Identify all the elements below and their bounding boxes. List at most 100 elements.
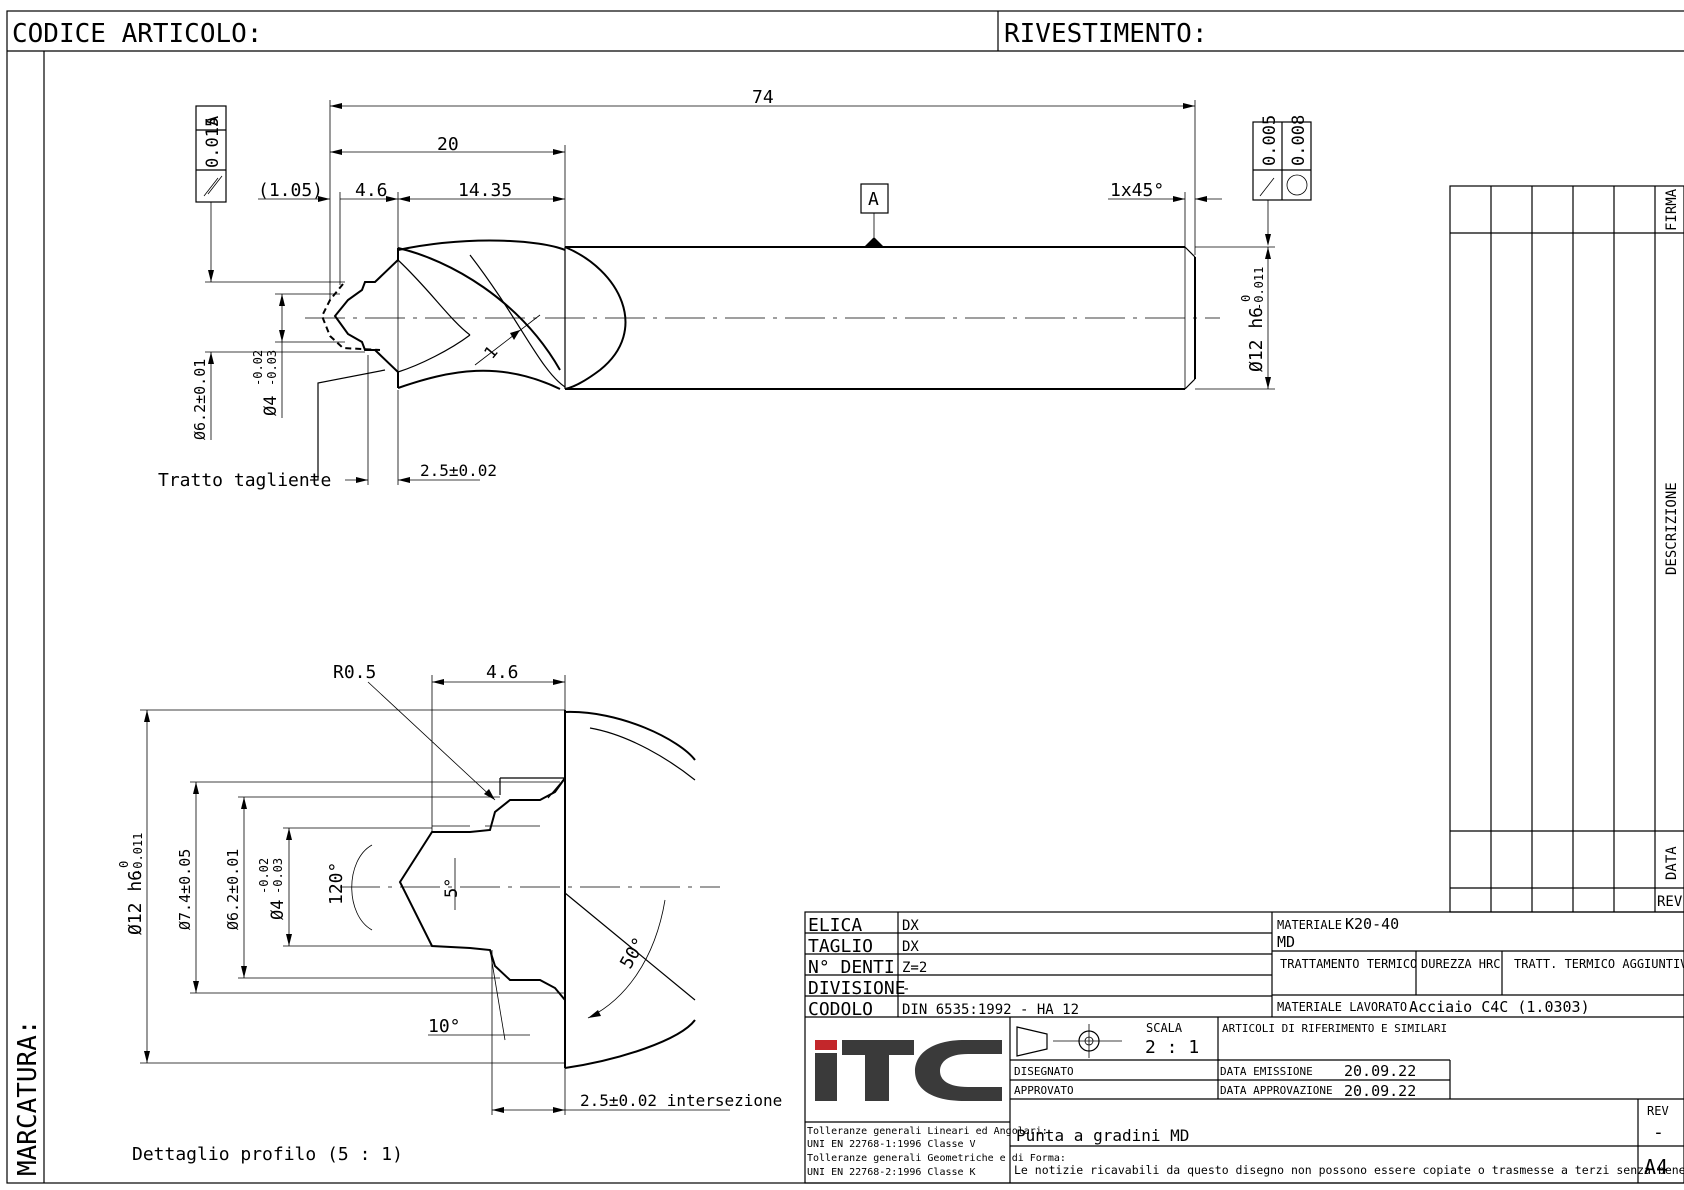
dim-1-05: (1.05) (258, 180, 323, 201)
materiale-lavorato-label: MATERIALE LAVORATO (1277, 1000, 1407, 1014)
shank-tol-lower: -0.011 (1252, 267, 1266, 310)
row-label-divisione: DIVISIONE (808, 978, 906, 999)
runout-icon (203, 175, 223, 197)
dim-1: 1 (481, 343, 503, 364)
row-value-taglio: DX (902, 939, 919, 955)
rev-label: REV (1647, 1104, 1669, 1118)
detail-d4-upper: -0.02 (257, 858, 271, 894)
cylindricity-icon (1259, 177, 1275, 197)
detail-dim-4-6: 4.6 (486, 662, 519, 683)
row-label-denti: N° DENTI (808, 957, 895, 978)
data-approvazione-value: 20.09.22 (1344, 1082, 1416, 1100)
drawing-title: Punta a gradini MD (1016, 1126, 1189, 1145)
data-emissione-value: 20.09.22 (1344, 1062, 1416, 1080)
detail-d74: Ø7.4±0.05 (176, 849, 194, 930)
approvato-label: APPROVATO (1014, 1084, 1074, 1097)
dim-d62-main: Ø6.2±0.01 (191, 359, 209, 440)
tol-line-4: UNI EN 22768-2:1996 Classe K (807, 1167, 976, 1178)
helix-line-1 (397, 247, 561, 371)
trattamento-label: TRATTAMENTO TERMICO (1280, 957, 1417, 971)
disegnato-label: DISEGNATO (1014, 1065, 1074, 1078)
tol-line-1: Tolleranze generali Lineari ed Angolari: (807, 1126, 1048, 1137)
row-label-elica: ELICA (808, 915, 862, 936)
detail-view: Ø12 h6 0 -0.011 Ø7.4±0.05 Ø6.2±0.01 Ø4 -… (117, 662, 782, 1165)
articoli-label: ARTICOLI DI RIFERIMENTO E SIMILARI (1222, 1022, 1447, 1035)
datum-label: A (868, 189, 879, 210)
detail-d4-lower: -0.03 (271, 858, 285, 894)
materiale-value: K20-40 (1345, 915, 1399, 933)
projection-cone-icon (1016, 1026, 1048, 1057)
row-label-codolo: CODOLO (808, 999, 873, 1020)
tolerance-notes: Tolleranze generali Lineari ed Angolari:… (807, 1126, 1066, 1178)
dim-d4-upper-main: -0.02 (251, 350, 265, 386)
datum-box (860, 183, 889, 214)
cutting-edge-dashed (320, 283, 381, 351)
dim-d4-lower-main: -0.03 (265, 350, 279, 386)
attribute-rows: ELICA DX TAGLIO DX N° DENTI Z=2 DIVISION… (808, 915, 1079, 1020)
row-value-elica: DX (902, 918, 919, 934)
flute-curve (564, 246, 627, 390)
scala-value: 2 : 1 (1145, 1037, 1199, 1058)
rev-rev: REV (1657, 894, 1683, 910)
dim-1x45: 1x45° (1110, 180, 1164, 201)
tol-line-3: Tolleranze generali Geometriche e di For… (807, 1153, 1066, 1164)
detail-r05: R0.5 (333, 662, 376, 683)
durezza-label: DUREZZA HRC (1421, 957, 1500, 971)
row-label-taglio: TAGLIO (808, 936, 873, 957)
materiale-lavorato-value: Acciaio C4C (1.0303) (1409, 998, 1590, 1016)
marcatura-label: MARCATURA: (13, 1019, 43, 1176)
runout-value: 0.015 (203, 117, 223, 168)
detail-d12-tol-upper: 0 (117, 861, 131, 868)
datum-triangle (864, 237, 884, 247)
cyl-value-1: 0.005 (1260, 115, 1280, 166)
title-block: ELICA DX TAGLIO DX N° DENTI Z=2 DIVISION… (804, 911, 1684, 1184)
dim-d4-main: Ø4 (261, 396, 281, 416)
helix-line-2 (397, 369, 561, 390)
format-label: A4 (1644, 1155, 1668, 1179)
rev-data: DATA (1664, 846, 1680, 880)
materiale-label: MATERIALE (1277, 918, 1342, 932)
drill-tip-profile (333, 248, 399, 388)
main-view: A 74 20 (1.05) 4.6 14.35 1x45° (158, 87, 1312, 491)
row-value-denti: Z=2 (902, 960, 927, 976)
rev-descrizione: DESCRIZIONE (1664, 482, 1680, 575)
rivestimento-label: RIVESTIMENTO: (1004, 19, 1208, 49)
dim-2-5-main: 2.5±0.02 (420, 461, 497, 480)
rev-value: - (1653, 1122, 1664, 1143)
dim-20: 20 (437, 134, 459, 155)
itc-logo (815, 1040, 1002, 1101)
leader-label: Tratto tagliente (158, 470, 331, 491)
detail-d62: Ø6.2±0.01 (224, 849, 242, 930)
circularity-icon (1286, 174, 1308, 196)
runout-datum: A (203, 116, 223, 126)
data-emissione-label: DATA EMISSIONE (1220, 1065, 1313, 1078)
row-value-divisione: - (902, 981, 910, 997)
logo-red-block (815, 1040, 837, 1050)
detail-d12-tol-lower: -0.011 (131, 833, 145, 876)
angle-10: 10° (428, 1016, 461, 1037)
leader-line (310, 369, 386, 481)
dim-4-6: 4.6 (355, 180, 388, 201)
rev-firma: FIRMA (1664, 188, 1680, 231)
angle-arc-120 (351, 844, 373, 931)
scala-label: SCALA (1146, 1021, 1183, 1035)
angle-120: 120° (326, 862, 347, 905)
notice-text: Le notizie ricavabili da questo disegno … (1014, 1163, 1684, 1177)
angle-5: 5° (442, 878, 462, 898)
angle-arc-50 (587, 899, 666, 1019)
data-approvazione-label: DATA APPROVAZIONE (1220, 1084, 1333, 1097)
tratt-aggiuntivo-label: TRATT. TERMICO AGGIUNTIVO (1514, 957, 1684, 971)
row-value-codolo: DIN 6535:1992 - HA 12 (902, 1002, 1079, 1018)
detail-profile (398, 777, 566, 1001)
cyl-value-2: 0.008 (1289, 115, 1309, 166)
tol-line-2: UNI EN 22768-1:1996 Classe V (807, 1139, 976, 1150)
codice-articolo-label: CODICE ARTICOLO: (12, 19, 262, 49)
detail-dim-2-5: 2.5±0.02 intersezione (580, 1091, 782, 1110)
detail-d12: Ø12 h6 (125, 870, 146, 935)
dim-74: 74 (752, 87, 774, 108)
detail-d4: Ø4 (268, 900, 288, 920)
revision-table: FIRMA DESCRIZIONE DATA REV (1449, 185, 1684, 913)
detail-caption: Dettaglio profilo (5 : 1) (132, 1144, 403, 1165)
shank-tol-upper: 0 (1239, 295, 1253, 302)
